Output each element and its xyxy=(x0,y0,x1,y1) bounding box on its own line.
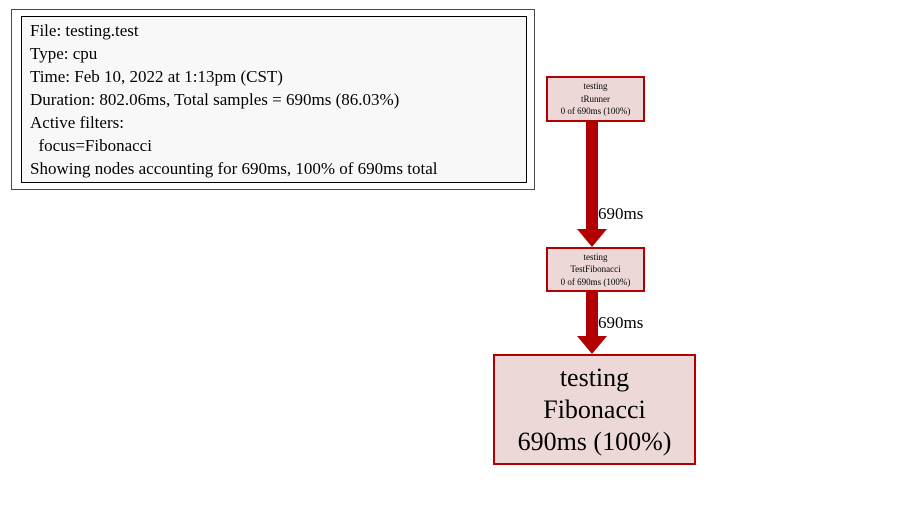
legend-focus-line: focus=Fibonacci xyxy=(30,136,152,155)
node-value-label: 690ms (100%) xyxy=(517,426,672,456)
node-value-label: 0 of 690ms (100%) xyxy=(560,276,631,287)
legend-showing-line: Showing nodes accounting for 690ms, 100%… xyxy=(30,159,438,178)
legend-type-line: Type: cpu xyxy=(30,44,98,63)
node-package-label: testing xyxy=(559,362,630,392)
node-testing-fibonacci[interactable]: testing Fibonacci 690ms (100%) xyxy=(493,354,696,465)
legend-filters-line: Active filters: xyxy=(30,113,124,132)
node-function-label: tRunner xyxy=(581,93,610,104)
node-value-label: 0 of 690ms (100%) xyxy=(560,106,631,117)
legend-outer-box: File: testing.test Type: cpu Time: Feb 1… xyxy=(11,9,535,190)
legend-duration-line: Duration: 802.06ms, Total samples = 690m… xyxy=(30,90,400,109)
edge-arrow-trunner-to-testfibonacci xyxy=(577,122,607,247)
node-package-label: testing xyxy=(583,251,608,262)
legend-file-line: File: testing.test xyxy=(30,21,139,40)
node-testing-trunner[interactable]: testing tRunner 0 of 690ms (100%) xyxy=(546,76,645,122)
edge-label-690ms-2: 690ms xyxy=(598,313,644,332)
node-testing-testfibonacci[interactable]: testing TestFibonacci 0 of 690ms (100%) xyxy=(546,247,645,292)
node-function-label: TestFibonacci xyxy=(570,264,621,275)
edge-label-690ms-1: 690ms xyxy=(598,204,644,223)
node-package-label: testing xyxy=(583,81,608,92)
legend-box: File: testing.test Type: cpu Time: Feb 1… xyxy=(21,16,527,183)
legend-time-line: Time: Feb 10, 2022 at 1:13pm (CST) xyxy=(30,67,283,86)
node-function-label: Fibonacci xyxy=(543,394,646,424)
